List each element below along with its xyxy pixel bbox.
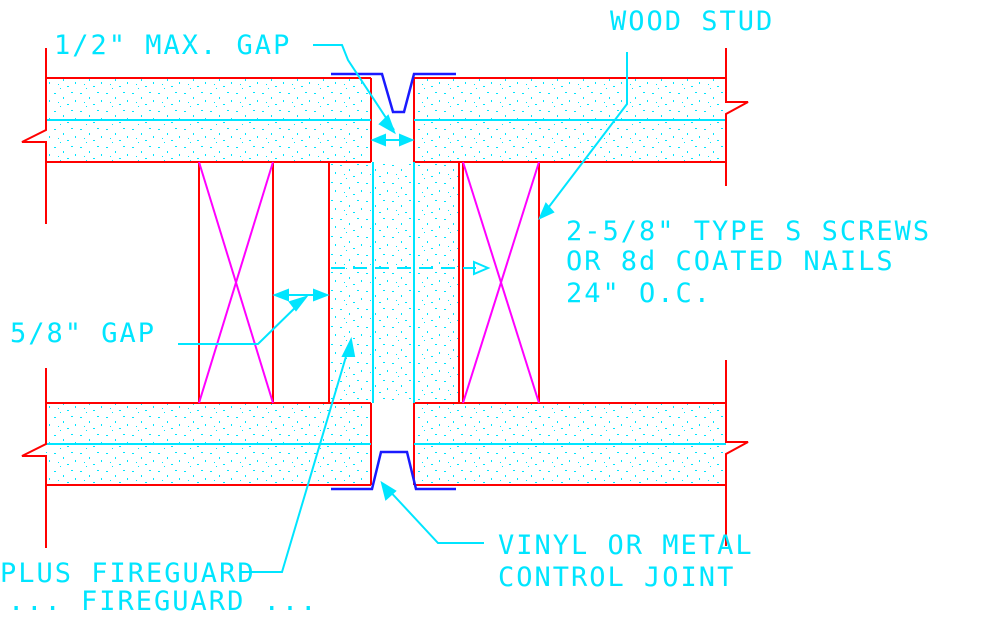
control-joint-top	[331, 72, 456, 114]
max-gap-dimension-arrow	[370, 133, 415, 147]
wood-stud-label: WOOD STUD	[610, 6, 775, 37]
fastener-label-line1: 2-5/8" TYPE S SCREWS	[566, 216, 932, 247]
break-line-left	[21, 48, 47, 548]
bottom-gypsum-right	[413, 402, 726, 486]
bottom-gypsum-left	[46, 402, 372, 486]
control-joint-bottom	[331, 450, 456, 491]
gap-label: 5/8" GAP	[10, 318, 157, 349]
fastener-arrowhead	[473, 260, 491, 276]
top-gypsum-left	[46, 77, 372, 163]
break-line-right	[725, 48, 749, 546]
gap-dimension-arrow	[272, 288, 330, 302]
max-gap-label: 1/2" MAX. GAP	[54, 30, 292, 61]
center-gypsum-strip	[328, 162, 460, 403]
control-joint-label-line2: CONTROL JOINT	[498, 562, 736, 593]
top-gypsum-right	[413, 77, 726, 163]
fastener-label-line2: OR 8d COATED NAILS	[566, 246, 895, 277]
board-label: PLUS FIREGUARD	[0, 558, 256, 589]
wood-stud-right	[462, 161, 540, 404]
wall-control-joint-detail	[21, 44, 749, 573]
fastener-label-line3: 24" O.C.	[566, 278, 713, 309]
wood-stud-left	[198, 161, 274, 404]
control-joint-label-line1: VINYL OR METAL	[498, 530, 754, 561]
leader-lines	[178, 44, 628, 573]
board-label-cut: ... FIREGUARD ...	[8, 586, 319, 617]
